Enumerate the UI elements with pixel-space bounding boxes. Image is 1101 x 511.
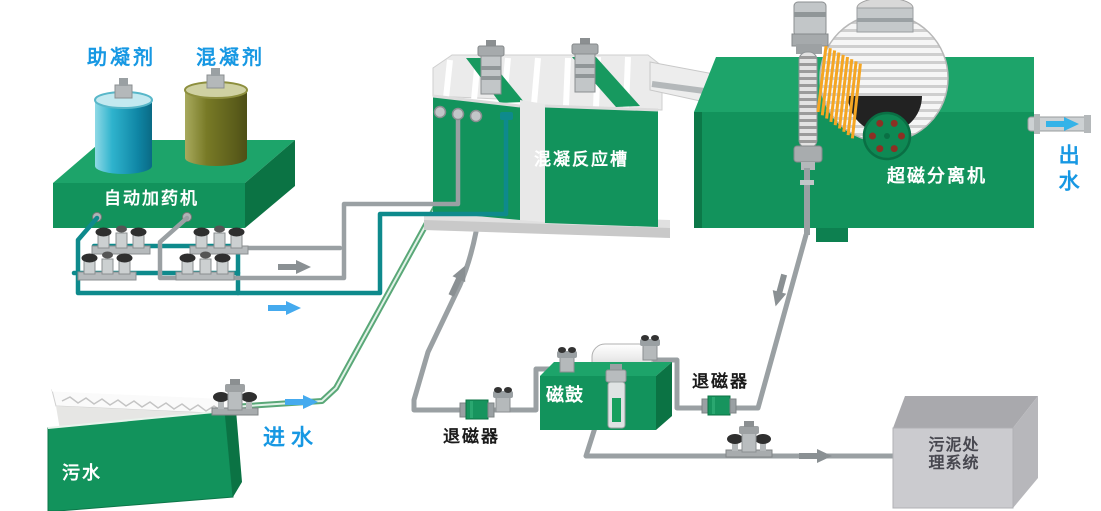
- arrow-sludge-out: [799, 449, 832, 463]
- inlet-valve-pump: [211, 378, 259, 416]
- drum-valve-left: [556, 346, 578, 373]
- coagulant-aid-tank: [94, 78, 153, 174]
- mixer-motor-2: [571, 37, 599, 93]
- label-outlet-water: 出水: [1056, 144, 1081, 196]
- label-reaction-tank: 混凝反应槽: [534, 150, 629, 170]
- arrow-coagulant: [278, 260, 311, 274]
- magnetic-drum-unit: [540, 334, 672, 430]
- demagnetizer-upper-device: [459, 399, 495, 420]
- label-coagulant: 混凝剂: [196, 45, 265, 69]
- screw-conveyor: [793, 44, 823, 170]
- outlet-pipe: [1027, 114, 1091, 134]
- coagulation-reaction-tank: [424, 37, 670, 238]
- separator-motor-right: [856, 0, 914, 33]
- label-demagnetizer-upper: 退磁器: [443, 427, 500, 447]
- drum-valve-right: [639, 334, 661, 361]
- sludge-treatment-system: [892, 396, 1038, 509]
- label-auto-dosing-machine: 自动加药机: [104, 189, 199, 209]
- label-magnetic-drum: 磁鼓: [546, 385, 584, 406]
- magnetic-separator: [694, 0, 1034, 242]
- label-inlet-water: 进水: [263, 426, 320, 451]
- demag1-valve: [492, 386, 514, 413]
- drum-sight-device: [605, 364, 627, 429]
- sludge-valve-pump: [725, 420, 773, 458]
- scraper-comb: [816, 45, 862, 139]
- transfer-channel: [649, 61, 715, 105]
- coagulant-tank: [184, 68, 248, 166]
- arrow-inlet: [285, 395, 318, 409]
- label-demagnetizer-lower: 退磁器: [692, 372, 749, 392]
- auto-dosing-machine: [53, 68, 295, 228]
- sewage-tank: [47, 388, 242, 511]
- drum-flange: [862, 111, 912, 161]
- label-sewage: 污水: [62, 463, 102, 484]
- label-sludge-system: 污泥处理系统: [928, 435, 980, 473]
- demagnetizer-lower-device: [701, 395, 737, 416]
- label-magnetic-separator: 超磁分离机: [887, 166, 987, 187]
- separator-motor-left: [791, 1, 829, 47]
- arrow-coagulant-aid: [268, 301, 301, 315]
- mixer-motor-1: [477, 39, 505, 95]
- label-coagulant-aid: 助凝剂: [87, 45, 156, 69]
